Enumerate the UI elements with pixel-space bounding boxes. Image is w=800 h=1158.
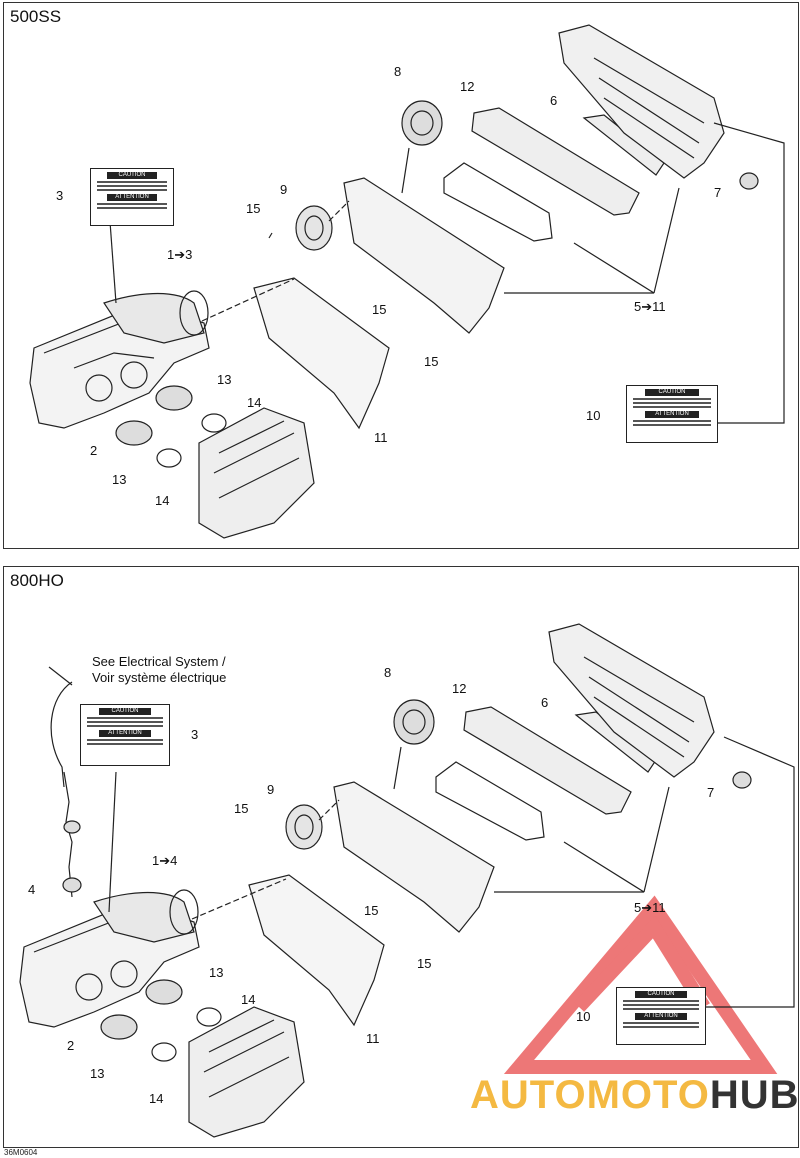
decal-heading-fr: ATTENTION — [98, 730, 152, 737]
decal-heading-fr: ATTENTION — [634, 1013, 688, 1020]
caution-decal: CAUTION ATTENTION — [626, 385, 718, 443]
diagram-panel-500ss: 500SS — [3, 2, 799, 549]
diagram-code: 36M0604 — [4, 1148, 38, 1157]
watermark-text-accent: HUB — [709, 1073, 800, 1117]
callout-5-to-11: 5➔11 — [634, 299, 666, 314]
callout-10: 10 — [576, 1009, 591, 1024]
callout-11: 11 — [374, 430, 388, 445]
watermark-logo: AUTOMOTOHUB — [470, 1073, 800, 1118]
callout-10: 10 — [586, 408, 601, 423]
callout-6: 6 — [550, 93, 558, 108]
callout-2: 2 — [67, 1038, 75, 1053]
callout-1-to-4: 1➔4 — [152, 853, 178, 868]
callout-3: 3 — [191, 727, 199, 742]
watermark-text-main: AUTOMOTO — [470, 1073, 710, 1117]
callout-13: 13 — [217, 372, 232, 387]
callout-9: 9 — [267, 782, 275, 797]
callout-14: 14 — [247, 395, 262, 410]
callout-13: 13 — [90, 1066, 105, 1081]
callout-6: 6 — [541, 695, 549, 710]
electrical-system-note-fr: Voir système électrique — [92, 670, 227, 685]
callout-15: 15 — [234, 801, 249, 816]
callout-13: 13 — [112, 472, 127, 487]
callout-3: 3 — [56, 188, 64, 203]
callout-15: 15 — [246, 201, 261, 216]
caution-decal: CAUTION ATTENTION — [616, 987, 706, 1045]
decal-heading: CAUTION — [107, 172, 157, 179]
callout-4: 4 — [28, 882, 36, 897]
diagram-panel-800ho: 800HO — [3, 566, 799, 1148]
callout-14: 14 — [155, 493, 170, 508]
callout-12: 12 — [460, 79, 475, 94]
callout-15: 15 — [417, 956, 432, 971]
callout-5-to-11: 5➔11 — [634, 900, 666, 915]
decal-heading: CAUTION — [98, 708, 152, 715]
exploded-view-drawing — [19, 623, 795, 1138]
callout-11: 11 — [366, 1031, 380, 1046]
callout-1-to-3: 1➔3 — [167, 247, 193, 262]
callout-8: 8 — [394, 64, 402, 79]
callout-7: 7 — [714, 185, 722, 200]
callout-12: 12 — [452, 681, 467, 696]
decal-heading-fr: ATTENTION — [107, 194, 157, 201]
panel-title: 800HO — [10, 571, 64, 590]
callout-15: 15 — [424, 354, 439, 369]
callout-8: 8 — [384, 665, 392, 680]
callout-15: 15 — [364, 903, 379, 918]
caution-decal: CAUTION ATTENTION — [80, 704, 170, 766]
panel-title: 500SS — [10, 7, 62, 26]
electrical-system-note: See Electrical System / — [92, 654, 226, 669]
callout-14: 14 — [149, 1091, 164, 1106]
callout-14: 14 — [241, 992, 256, 1007]
decal-heading: CAUTION — [634, 991, 688, 998]
decal-heading: CAUTION — [645, 389, 699, 396]
callout-7: 7 — [707, 785, 715, 800]
callout-9: 9 — [280, 182, 288, 197]
callout-13: 13 — [209, 965, 224, 980]
callout-2: 2 — [90, 443, 98, 458]
callout-15: 15 — [372, 302, 387, 317]
exploded-view-drawing — [29, 24, 785, 539]
decal-heading-fr: ATTENTION — [645, 411, 699, 418]
caution-decal: CAUTION ATTENTION — [90, 168, 174, 226]
